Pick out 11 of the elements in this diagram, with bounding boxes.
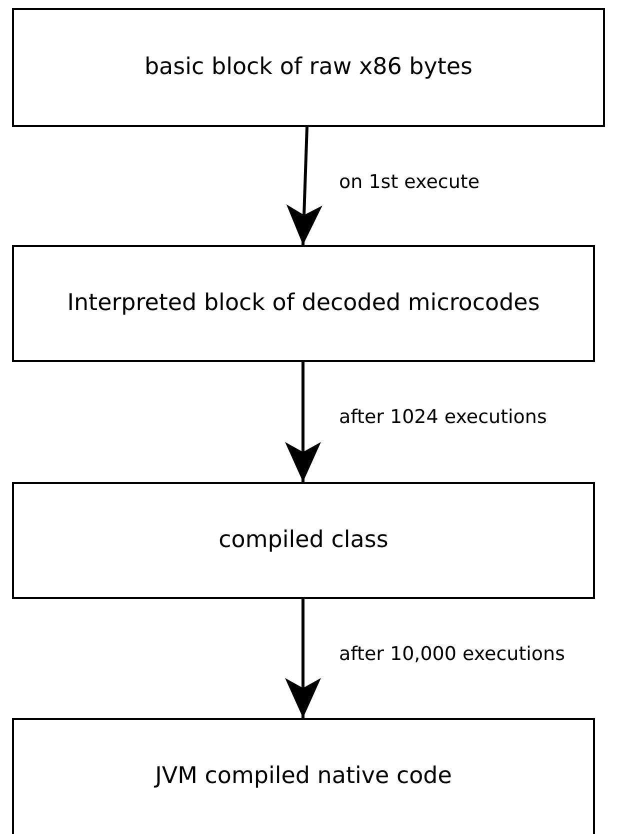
process-box (12, 482, 595, 599)
arrow (286, 126, 322, 246)
process-box (12, 245, 595, 362)
box-text: basic block of raw x86 bytes (144, 53, 473, 82)
box-text: JVM compiled native code (155, 762, 452, 790)
process-box (12, 718, 595, 834)
process-box (12, 8, 605, 127)
arrow (285, 362, 321, 482)
box-text: compiled class (218, 526, 388, 555)
box-text: Interpreted block of decoded microcodes (67, 289, 540, 318)
arrow (285, 599, 321, 718)
